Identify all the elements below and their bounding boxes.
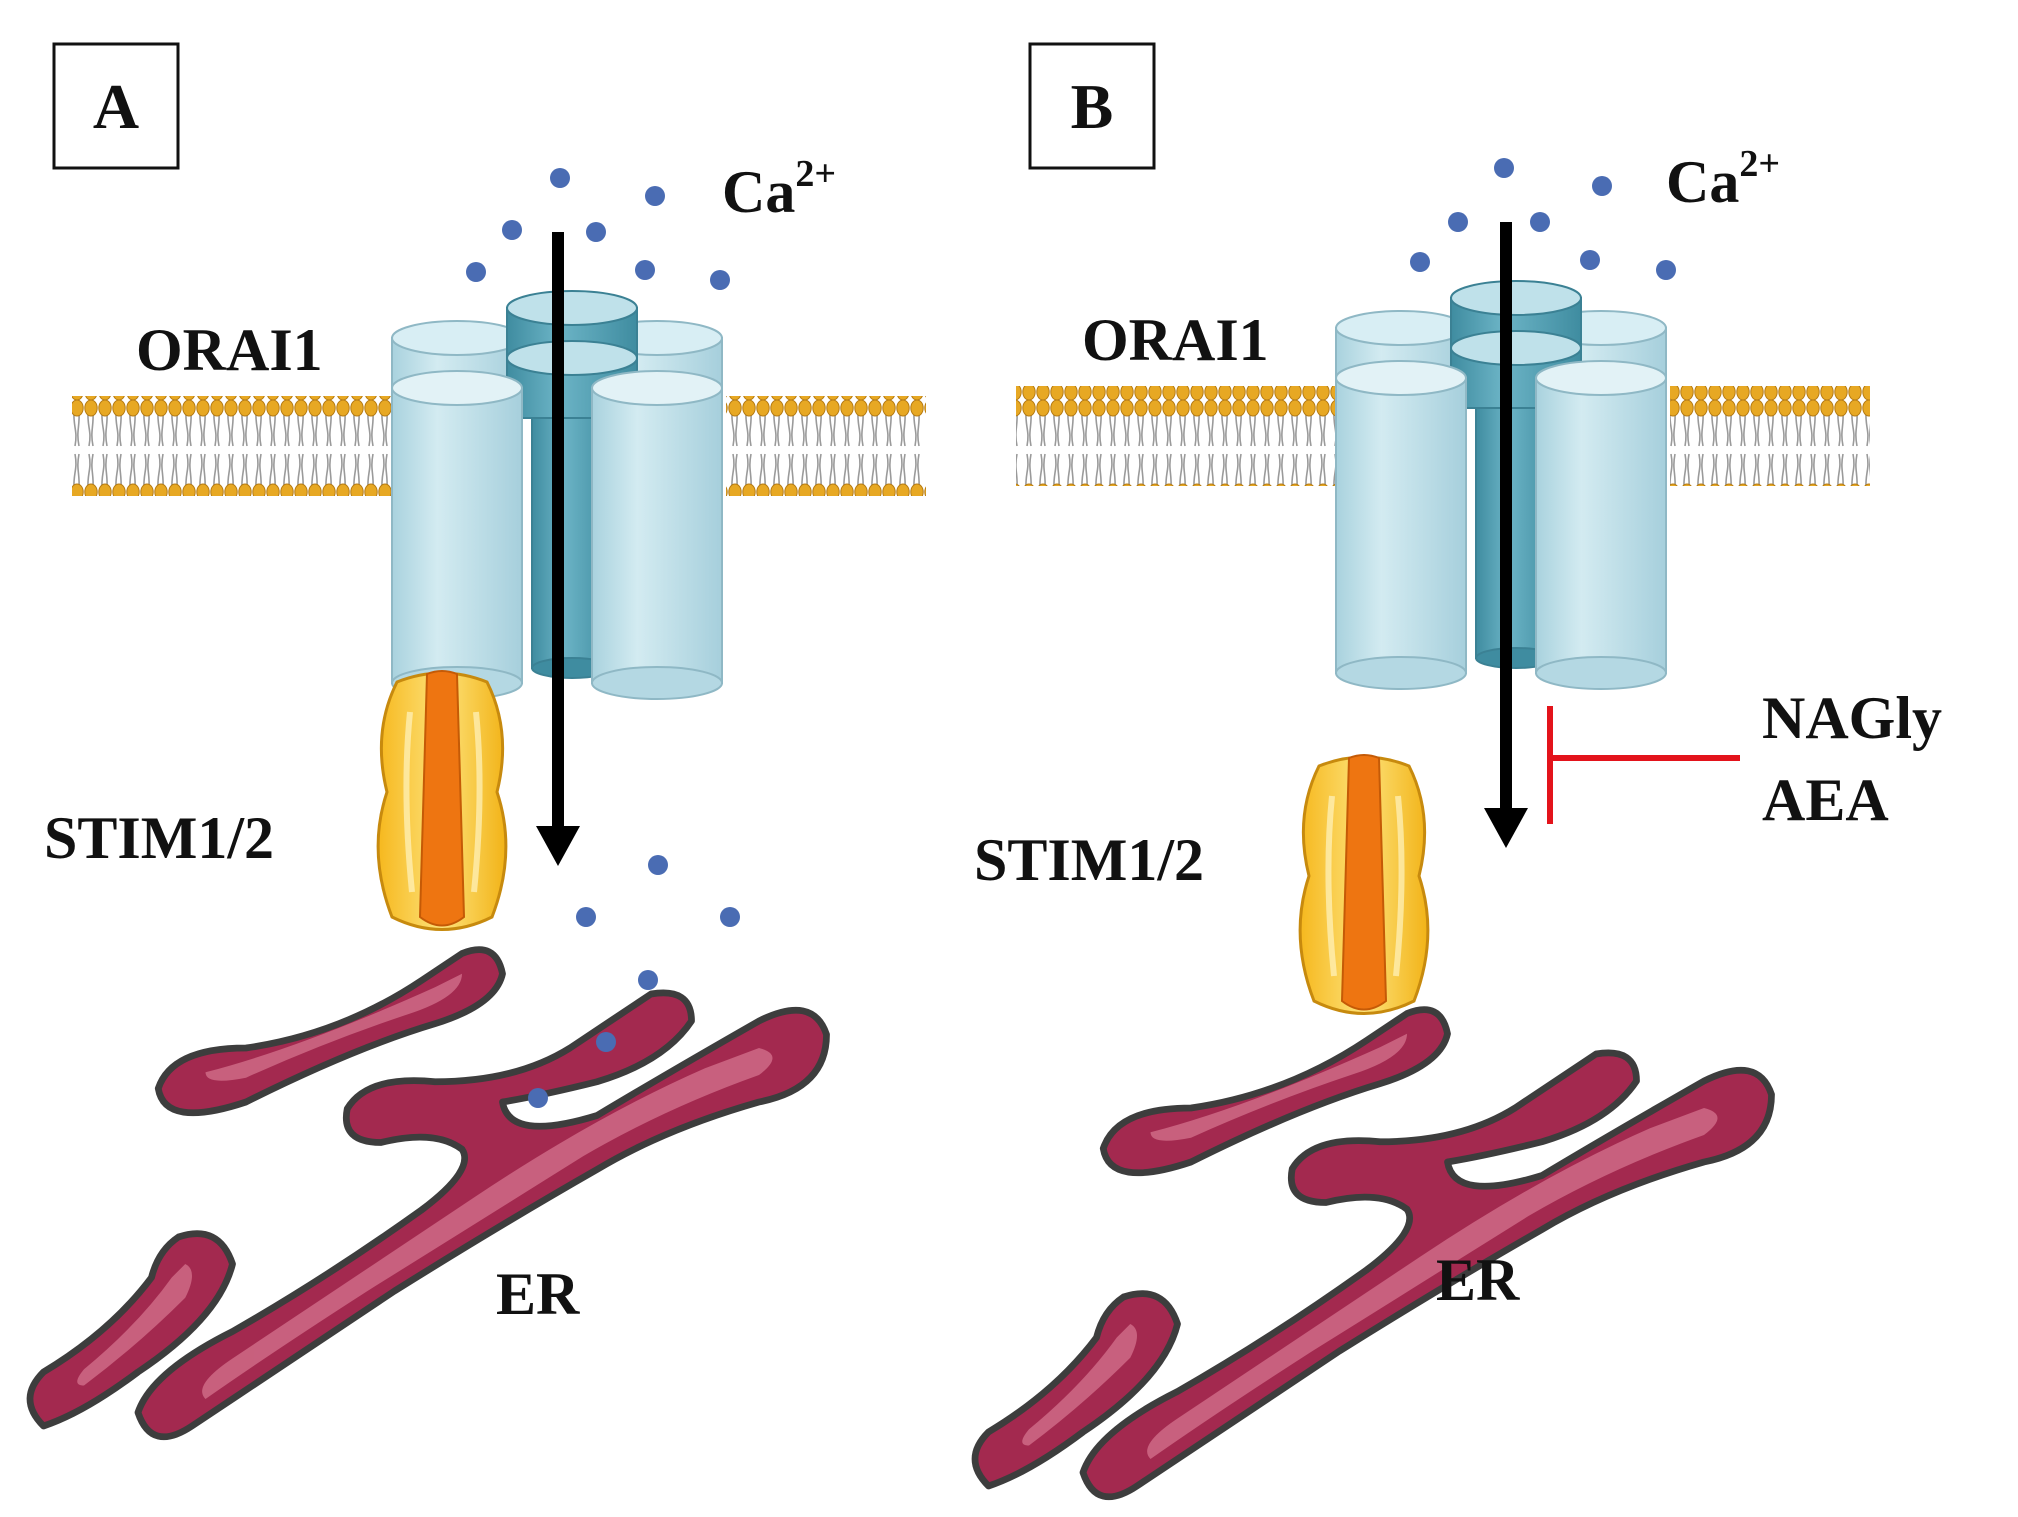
er-organelle-b xyxy=(975,1010,1772,1497)
er-label-a: ER xyxy=(496,1261,580,1327)
ion-label-a: Ca2+ xyxy=(722,153,836,225)
stim-label-b: STIM1/2 xyxy=(974,827,1204,893)
stim-label-a: STIM1/2 xyxy=(44,805,274,871)
membrane-left-a xyxy=(72,396,392,496)
panel-b-label-box xyxy=(1028,42,1156,170)
calcium-influx-arrow-b xyxy=(1484,222,1528,848)
stim-protein-b xyxy=(1300,755,1428,1014)
membrane-left-b xyxy=(1016,386,1336,486)
inhibitor-label-aea: AEA xyxy=(1762,767,1889,833)
membrane-right-b xyxy=(1670,386,1870,486)
stim-protein-a xyxy=(378,671,506,930)
membrane-right-a xyxy=(726,396,926,496)
panel-b: B Ca2+ ORAI1 STIM1/2 ER NAGly AEA xyxy=(974,42,1942,1497)
inhibition-symbol xyxy=(1547,706,1740,824)
calcium-influx-arrow-a xyxy=(536,232,580,866)
calcium-ions-b xyxy=(1410,158,1676,280)
calcium-ions-a xyxy=(466,168,740,1108)
panel-a: A Ca2+ ORAI1 STIM1/2 ER xyxy=(30,42,926,1437)
er-label-b: ER xyxy=(1436,1247,1520,1313)
panel-a-label-box xyxy=(52,42,180,170)
inhibitor-label-nagly: NAGly xyxy=(1762,685,1942,751)
ion-label-b: Ca2+ xyxy=(1666,143,1780,215)
panel-a-label: A xyxy=(93,71,139,142)
er-organelle-a xyxy=(30,950,827,1437)
panel-b-label: B xyxy=(1071,71,1114,142)
orai1-label-a: ORAI1 xyxy=(136,317,323,383)
orai1-label-b: ORAI1 xyxy=(1082,307,1269,373)
